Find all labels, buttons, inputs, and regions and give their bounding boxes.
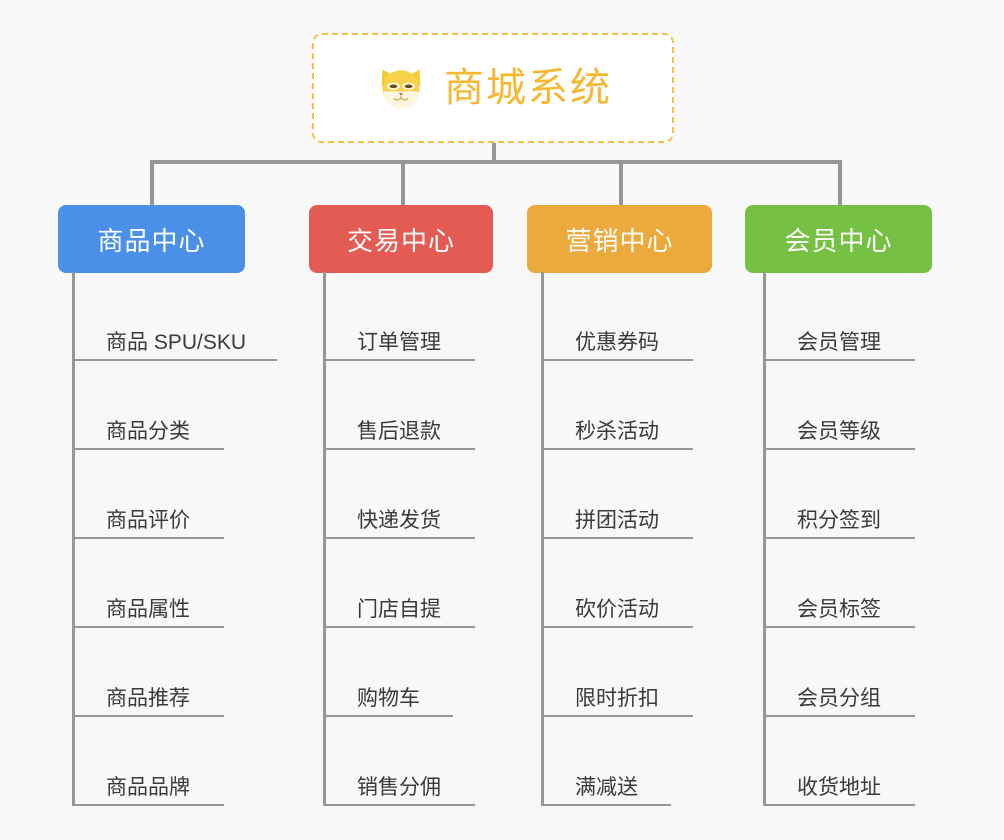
leaf-column-1: 商品 SPU/SKU 商品分类 商品评价 商品属性 商品推荐 商品品牌 — [72, 272, 277, 806]
leaf-item-label: 砍价活动 — [575, 597, 659, 621]
leaf-item[interactable]: 商品评价 — [72, 450, 224, 539]
leaf-item[interactable]: 会员标签 — [763, 539, 915, 628]
leaf-column-3: 优惠券码 秒杀活动 拼团活动 砍价活动 限时折扣 满减送 — [541, 272, 693, 806]
leaf-item-label: 商品品牌 — [106, 775, 190, 799]
leaf-item-label: 商品 SPU/SKU — [106, 330, 247, 354]
branch-node-4[interactable]: 会员中心 — [745, 205, 932, 273]
leaf-item-label: 售后退款 — [357, 419, 441, 443]
branch-node-3[interactable]: 营销中心 — [527, 205, 712, 273]
leaf-item-label: 满减送 — [575, 775, 638, 799]
leaf-spine-2 — [323, 272, 326, 806]
leaf-item-label: 商品评价 — [106, 508, 190, 532]
leaf-item[interactable]: 商品品牌 — [72, 717, 224, 806]
leaf-item[interactable]: 积分签到 — [763, 450, 915, 539]
connector-drop-2 — [401, 160, 405, 205]
leaf-item[interactable]: 满减送 — [541, 717, 671, 806]
leaf-item-label: 商品推荐 — [106, 686, 190, 710]
leaf-item[interactable]: 售后退款 — [323, 361, 475, 450]
leaf-item[interactable]: 会员等级 — [763, 361, 915, 450]
leaf-item-label: 秒杀活动 — [575, 419, 659, 443]
leaf-item[interactable]: 订单管理 — [323, 272, 475, 361]
leaf-item[interactable]: 砍价活动 — [541, 539, 693, 628]
leaf-item[interactable]: 会员管理 — [763, 272, 915, 361]
connector-horizontal-bus — [150, 160, 842, 164]
leaf-item-label: 优惠券码 — [575, 330, 659, 354]
leaf-item-label: 订单管理 — [357, 330, 441, 354]
leaf-item[interactable]: 优惠券码 — [541, 272, 693, 361]
branch-node-2-label: 交易中心 — [346, 225, 455, 256]
connector-drop-4 — [838, 160, 842, 205]
connector-drop-1 — [150, 160, 154, 205]
leaf-column-2: 订单管理 售后退款 快递发货 门店自提 购物车 销售分佣 — [323, 272, 475, 806]
branch-node-2[interactable]: 交易中心 — [309, 205, 493, 273]
leaf-item-label: 会员分组 — [797, 686, 881, 710]
branch-node-4-label: 会员中心 — [784, 225, 893, 256]
leaf-item[interactable]: 销售分佣 — [323, 717, 475, 806]
leaf-item-label: 快递发货 — [357, 508, 441, 532]
root-node-label: 商城系统 — [444, 66, 612, 110]
leaf-item-label: 限时折扣 — [575, 686, 659, 710]
leaf-item-label: 拼团活动 — [575, 508, 659, 532]
leaf-item[interactable]: 购物车 — [323, 628, 453, 717]
leaf-item[interactable]: 商品属性 — [72, 539, 224, 628]
shiba-dog-icon — [374, 61, 428, 115]
leaf-spine-4 — [763, 272, 766, 806]
branch-node-1[interactable]: 商品中心 — [58, 205, 245, 273]
branch-node-1-label: 商品中心 — [97, 225, 206, 256]
root-node[interactable]: 商城系统 — [312, 33, 674, 143]
leaf-item[interactable]: 拼团活动 — [541, 450, 693, 539]
connector-root-stem — [492, 143, 496, 162]
leaf-item[interactable]: 商品 SPU/SKU — [72, 272, 277, 361]
leaf-spine-1 — [72, 272, 75, 806]
leaf-item[interactable]: 商品分类 — [72, 361, 224, 450]
leaf-item-label: 商品分类 — [106, 419, 190, 443]
leaf-item[interactable]: 秒杀活动 — [541, 361, 693, 450]
leaf-column-4: 会员管理 会员等级 积分签到 会员标签 会员分组 收货地址 — [763, 272, 915, 806]
leaf-spine-3 — [541, 272, 544, 806]
leaf-item[interactable]: 收货地址 — [763, 717, 915, 806]
leaf-item-label: 商品属性 — [106, 597, 190, 621]
leaf-item[interactable]: 会员分组 — [763, 628, 915, 717]
branch-node-3-label: 营销中心 — [565, 225, 674, 256]
connector-drop-3 — [619, 160, 623, 205]
leaf-item[interactable]: 快递发货 — [323, 450, 475, 539]
leaf-item-label: 销售分佣 — [357, 775, 441, 799]
leaf-item-label: 收货地址 — [797, 775, 881, 799]
leaf-item-label: 积分签到 — [797, 508, 881, 532]
leaf-item-label: 会员等级 — [797, 419, 881, 443]
leaf-item-label: 购物车 — [357, 686, 420, 710]
leaf-item[interactable]: 商品推荐 — [72, 628, 224, 717]
leaf-item-label: 门店自提 — [357, 597, 441, 621]
leaf-item[interactable]: 限时折扣 — [541, 628, 693, 717]
leaf-item[interactable]: 门店自提 — [323, 539, 475, 628]
leaf-item-label: 会员标签 — [797, 597, 881, 621]
leaf-item-label: 会员管理 — [797, 330, 881, 354]
